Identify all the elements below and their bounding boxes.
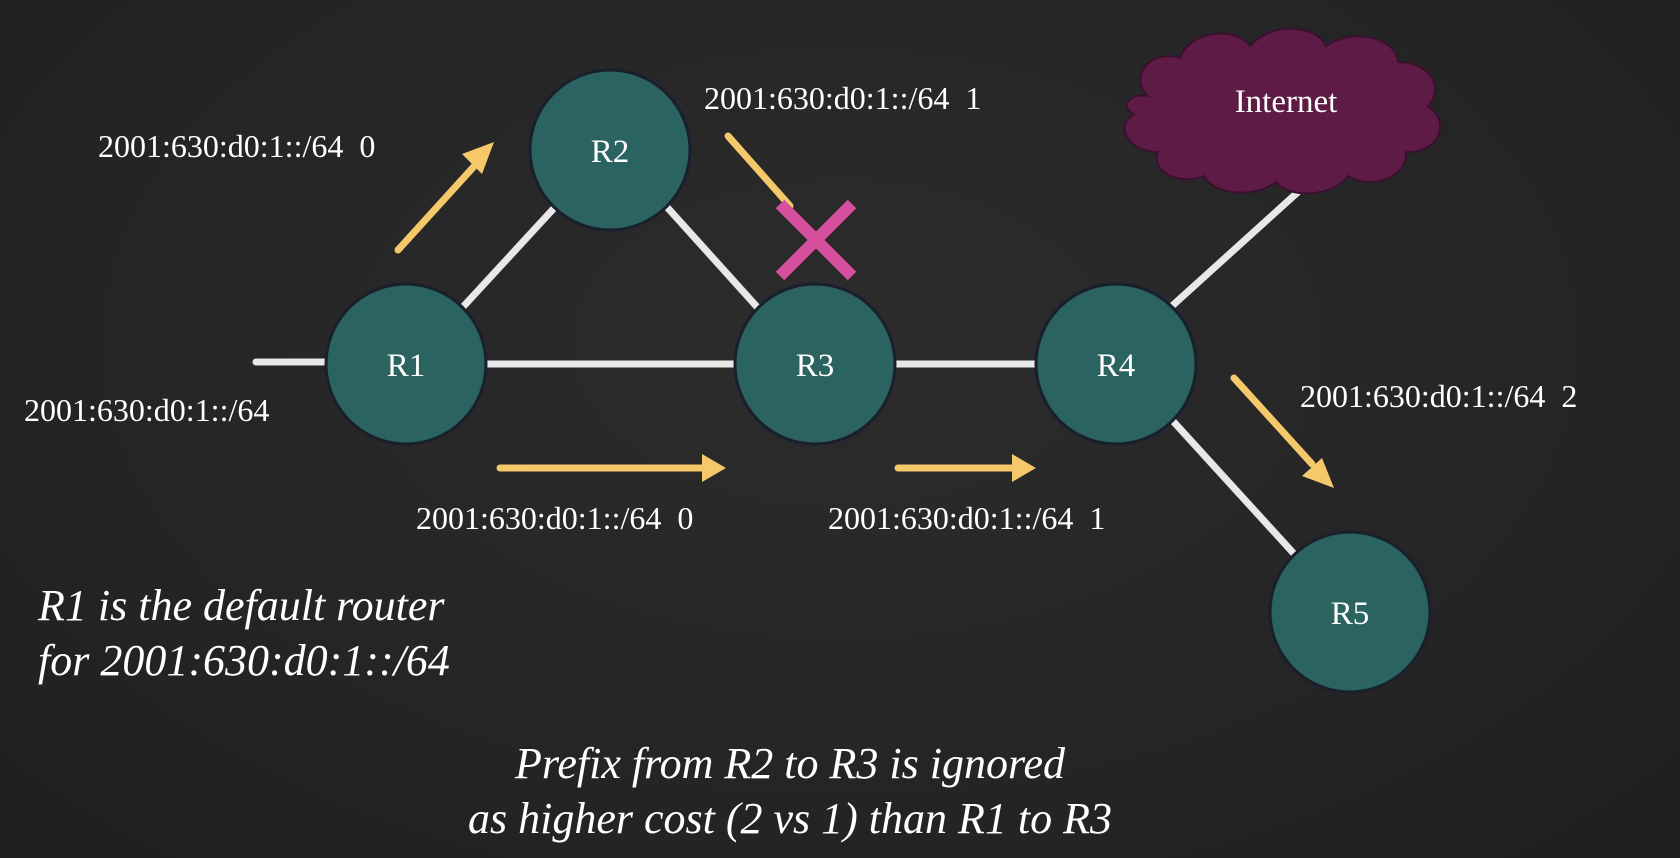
ignored-prefix-note-line2: as higher cost (2 vs 1) than R1 to R3 [467, 794, 1113, 843]
rejected-cross-icon [775, 199, 857, 281]
cloud-label: Internet [1235, 84, 1338, 120]
arrow-r3-to-r4 [894, 454, 1036, 482]
internet-cloud[interactable]: Internet [1123, 27, 1441, 195]
link-r4-r5 [1168, 416, 1300, 560]
router-r4[interactable]: R4 [1034, 282, 1198, 446]
route-label-r4-to-r5: 2001:630:d0:1::/64 2 [1300, 378, 1578, 414]
ignored-prefix-note: Prefix from R2 to R3 is ignored as highe… [440, 736, 1140, 846]
router-r3-circle [733, 282, 897, 446]
links [252, 188, 1302, 560]
router-r2-label: R2 [591, 134, 630, 170]
default-router-note: R1 is the default router for 2001:630:d0… [38, 578, 450, 688]
default-router-note-line2: for 2001:630:d0:1::/64 [38, 636, 450, 685]
arrow-r2-to-r3 [724, 132, 794, 210]
router-r2-circle [528, 68, 692, 232]
router-r1[interactable]: R1 [324, 282, 488, 446]
router-r4-circle [1034, 282, 1198, 446]
arrow-r1-to-r3 [496, 454, 726, 482]
route-label-r1-stub: 2001:630:d0:1::/64 [24, 392, 270, 428]
route-label-r1-to-r2: 2001:630:d0:1::/64 0 [98, 128, 376, 164]
router-r3-label: R3 [796, 348, 835, 384]
router-r2[interactable]: R2 [528, 68, 692, 232]
arrow-r4-to-r5 [1230, 374, 1334, 488]
default-router-note-line1: R1 is the default router [38, 581, 445, 630]
route-label-r1-to-r3: 2001:630:d0:1::/64 0 [416, 500, 694, 536]
advertisement-arrows [394, 132, 1334, 488]
router-r1-label: R1 [387, 348, 426, 384]
router-r4-label: R4 [1097, 348, 1136, 384]
router-r5-label: R5 [1331, 596, 1370, 632]
route-label-r3-to-r4: 2001:630:d0:1::/64 1 [828, 500, 1106, 536]
router-r3[interactable]: R3 [733, 282, 897, 446]
arrow-r1-to-r2 [394, 142, 494, 254]
router-r1-circle [324, 282, 488, 446]
cloud-icon [1123, 27, 1441, 195]
link-r2-r3 [662, 202, 762, 312]
router-r5[interactable]: R5 [1268, 530, 1432, 694]
ignored-prefix-note-line1: Prefix from R2 to R3 is ignored [515, 739, 1065, 788]
link-r1-r2 [458, 202, 560, 312]
route-label-r2-to-r3: 2001:630:d0:1::/64 1 [704, 80, 982, 116]
link-r4-internet [1168, 188, 1302, 310]
router-r5-circle [1268, 530, 1432, 694]
